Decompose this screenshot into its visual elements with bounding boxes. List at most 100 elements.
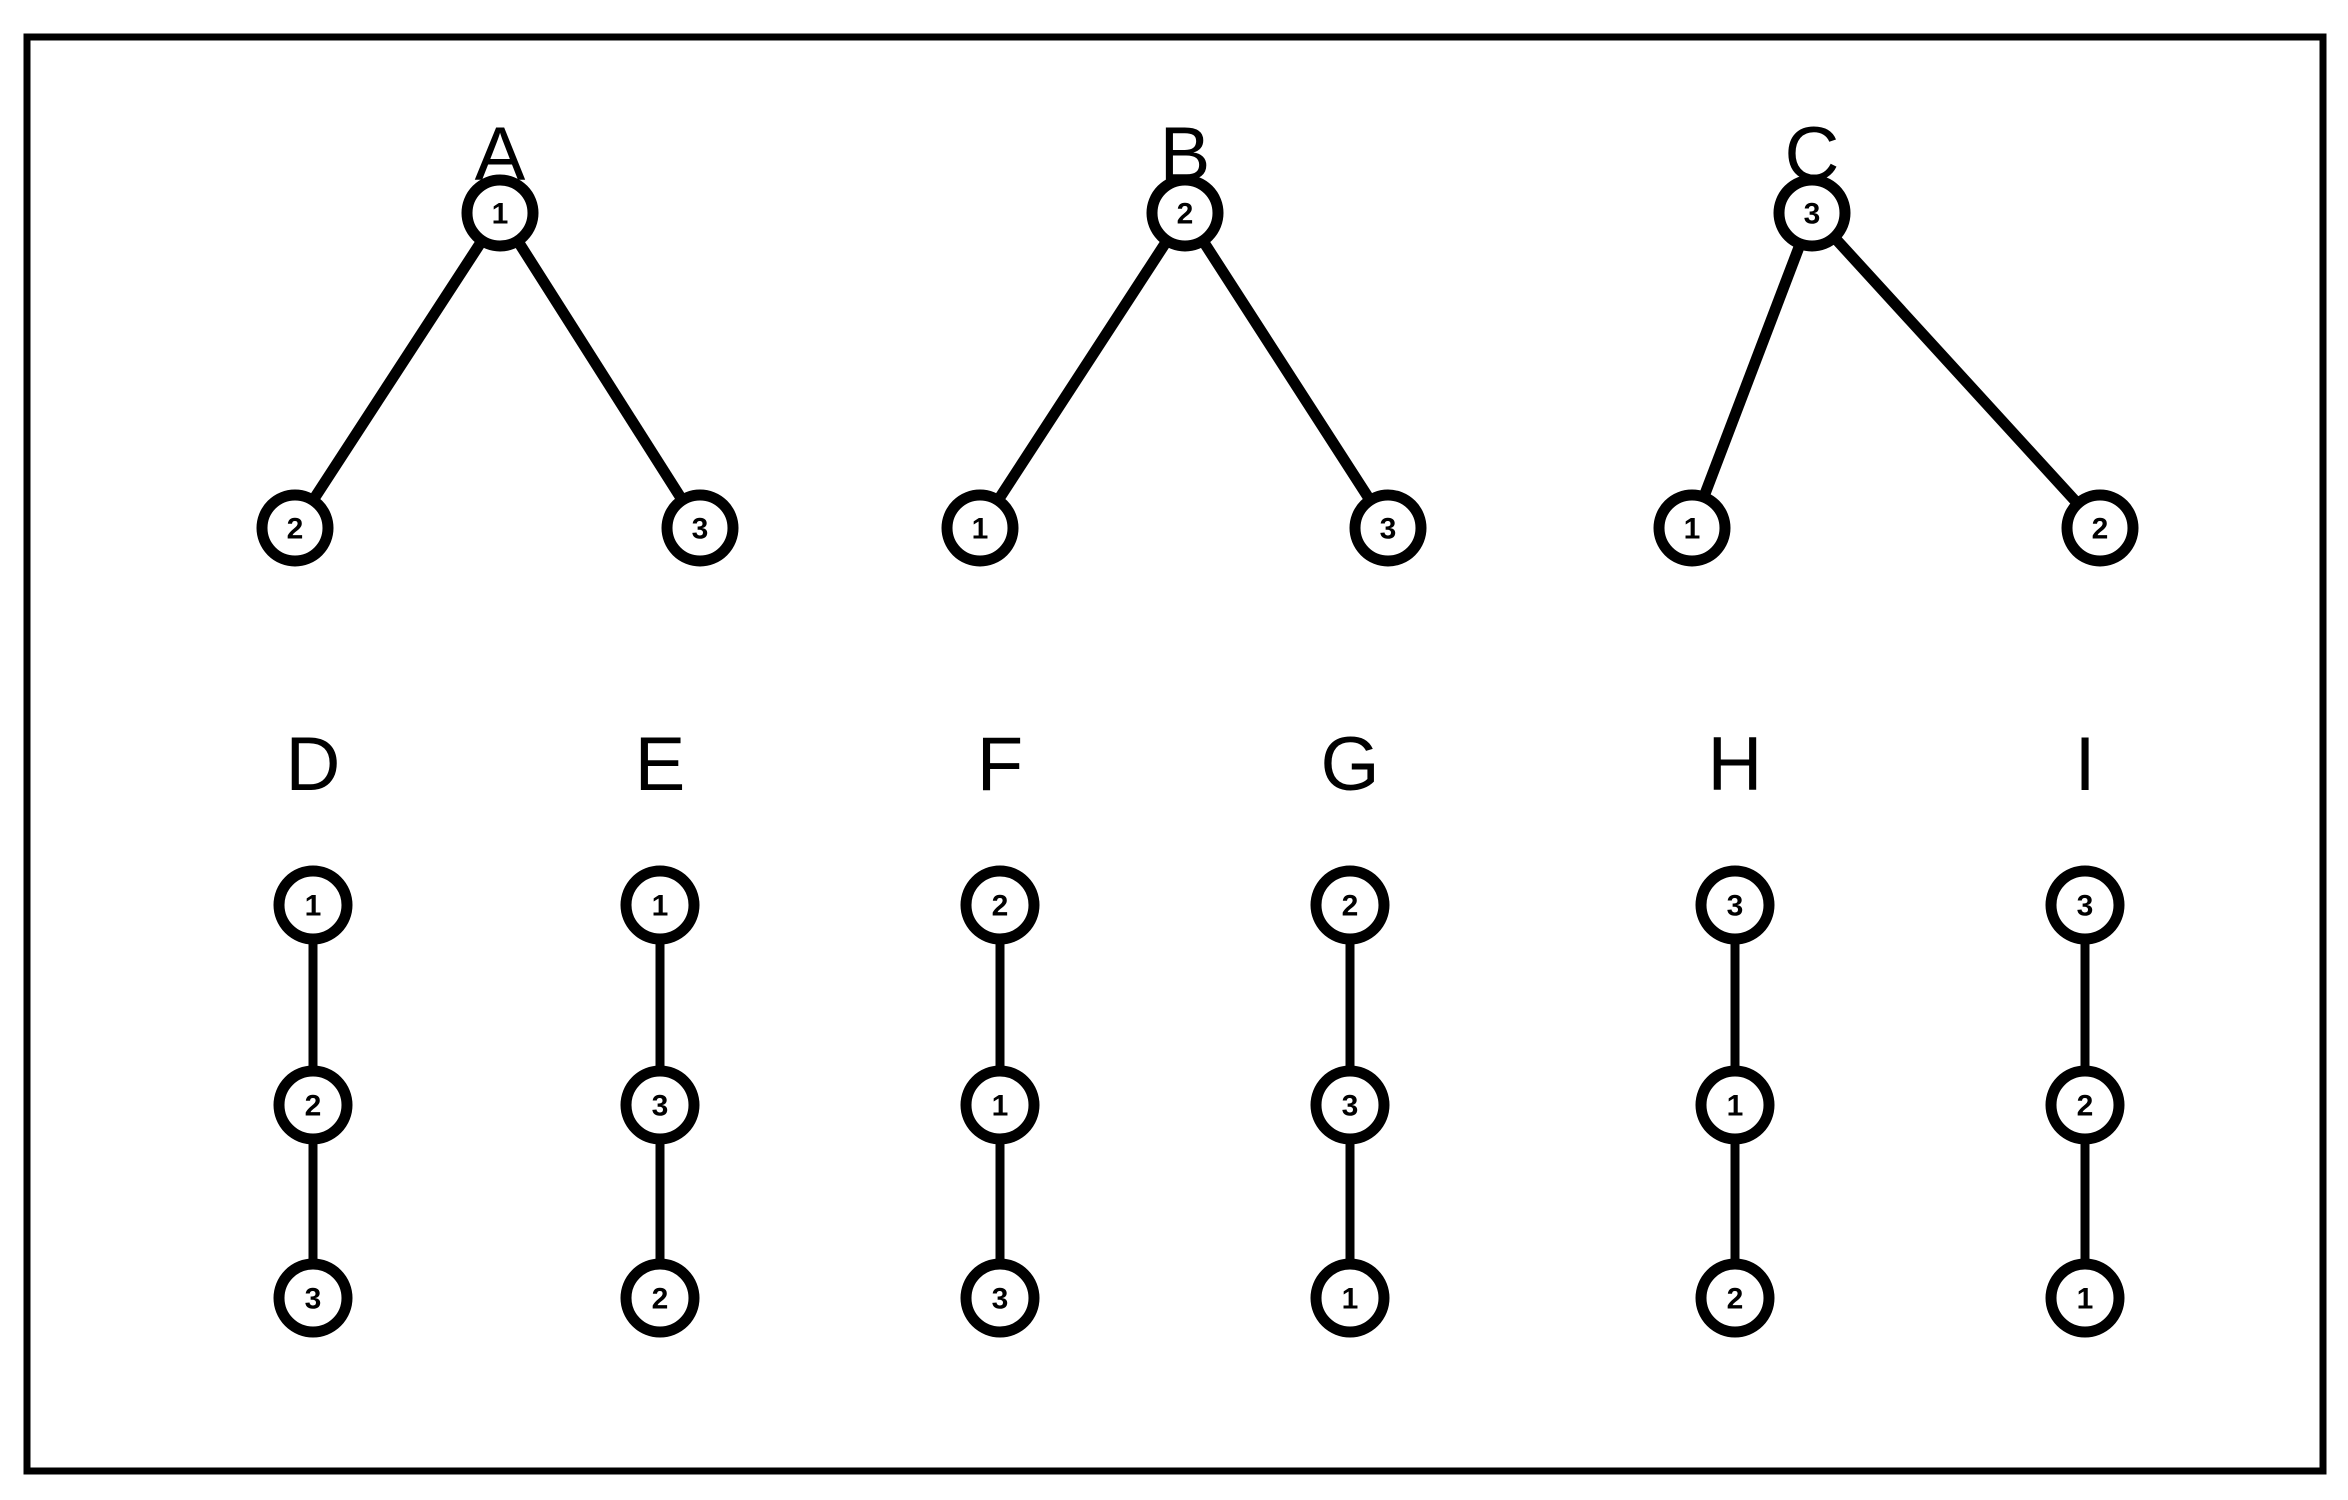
node-circle-g-1 (1310, 865, 1390, 945)
graph-node-f-1[interactable]: 2 (960, 865, 1040, 945)
node-circle-b-right (1349, 489, 1427, 567)
graph-node-b-right[interactable]: 3 (1349, 489, 1427, 567)
graph-node-a-root[interactable]: 1 (461, 174, 539, 252)
node-label-h-2: 1 (1727, 1090, 1744, 1123)
node-label-b-root: 2 (1177, 198, 1194, 231)
panel-label-h: H (1708, 722, 1763, 807)
panel-label-d: D (286, 722, 341, 807)
node-label-f-2: 1 (992, 1090, 1009, 1123)
edges-layer (290, 209, 2105, 1298)
graph-node-h-2[interactable]: 1 (1695, 1065, 1775, 1145)
node-label-a-left: 2 (287, 513, 304, 546)
panel-label-f: F (977, 722, 1023, 807)
panel-label-g: G (1320, 722, 1379, 807)
node-circle-h-3 (1695, 1258, 1775, 1338)
node-circle-c-root (1773, 174, 1851, 252)
edge-b-B-root-B-left (975, 209, 1190, 532)
node-circle-a-left (256, 489, 334, 567)
graph-node-f-3[interactable]: 3 (960, 1258, 1040, 1338)
edge-a-A-root-A-right (495, 210, 705, 531)
edge-b-B-root-B-right (1180, 210, 1393, 531)
graph-node-c-right[interactable]: 2 (2061, 489, 2139, 567)
figure-border (23, 33, 2327, 1475)
node-label-a-root: 1 (492, 198, 509, 231)
node-label-b-right: 3 (1380, 513, 1397, 546)
node-circle-d-2 (273, 1065, 353, 1145)
graph-node-g-1[interactable]: 2 (1310, 865, 1390, 945)
graph-node-d-1[interactable]: 1 (273, 865, 353, 945)
node-circle-i-3 (2045, 1258, 2125, 1338)
node-circle-i-1 (2045, 865, 2125, 945)
node-circle-c-left (1653, 489, 1731, 567)
node-label-h-3: 2 (1727, 1283, 1744, 1316)
graph-node-i-3[interactable]: 1 (2045, 1258, 2125, 1338)
node-label-d-1: 1 (305, 890, 322, 923)
panel-label-a: A (475, 112, 526, 197)
node-circle-f-3 (960, 1258, 1040, 1338)
node-circle-h-1 (1695, 865, 1775, 945)
edge-a-A-root-A-left (290, 209, 505, 532)
node-circle-g-3 (1310, 1258, 1390, 1338)
node-label-d-2: 2 (305, 1090, 322, 1123)
node-circle-e-2 (620, 1065, 700, 1145)
graph-node-h-1[interactable]: 3 (1695, 865, 1775, 945)
graph-node-e-1[interactable]: 1 (620, 865, 700, 945)
graph-node-b-left[interactable]: 1 (941, 489, 1019, 567)
node-label-f-3: 3 (992, 1283, 1009, 1316)
node-circle-b-root (1146, 174, 1224, 252)
graph-node-h-3[interactable]: 2 (1695, 1258, 1775, 1338)
graph-node-c-left[interactable]: 1 (1653, 489, 1731, 567)
graph-node-d-2[interactable]: 2 (273, 1065, 353, 1145)
graph-node-a-right[interactable]: 3 (661, 489, 739, 567)
node-label-i-2: 2 (2077, 1090, 2094, 1123)
nodes-layer: 1 2 3 2 1 3 3 1 2 1 2 3 1 3 2 2 1 3 2 3 1 3 1 2 3 2 1 (256, 174, 2139, 1338)
node-circle-g-2 (1310, 1065, 1390, 1145)
graph-node-i-1[interactable]: 3 (2045, 865, 2125, 945)
node-circle-h-2 (1695, 1065, 1775, 1145)
node-label-i-3: 1 (2077, 1283, 2094, 1316)
node-label-d-3: 3 (305, 1283, 322, 1316)
node-label-b-left: 1 (972, 513, 989, 546)
graph-node-g-3[interactable]: 1 (1310, 1258, 1390, 1338)
panel-label-e: E (635, 722, 686, 807)
node-circle-c-right (2061, 489, 2139, 567)
node-circle-e-1 (620, 865, 700, 945)
node-label-f-1: 2 (992, 890, 1009, 923)
node-circle-i-2 (2045, 1065, 2125, 1145)
graph-node-d-3[interactable]: 3 (273, 1258, 353, 1338)
node-label-h-1: 3 (1727, 890, 1744, 923)
graph-node-g-2[interactable]: 3 (1310, 1065, 1390, 1145)
node-circle-d-3 (273, 1258, 353, 1338)
node-label-a-right: 3 (692, 513, 709, 546)
node-circle-a-right (661, 489, 739, 567)
graph-node-a-left[interactable]: 2 (256, 489, 334, 567)
panel-label-b: B (1160, 112, 1211, 197)
edge-c-C-root-C-left (1686, 211, 1818, 530)
graph-node-e-3[interactable]: 2 (620, 1258, 700, 1338)
graph-node-i-2[interactable]: 2 (2045, 1065, 2125, 1145)
node-label-e-3: 2 (652, 1283, 669, 1316)
node-circle-e-3 (620, 1258, 700, 1338)
node-label-e-1: 1 (652, 890, 669, 923)
node-label-e-2: 3 (652, 1090, 669, 1123)
node-label-g-2: 3 (1342, 1090, 1359, 1123)
node-label-c-right: 2 (2092, 513, 2109, 546)
node-circle-b-left (941, 489, 1019, 567)
graph-node-b-root[interactable]: 2 (1146, 174, 1224, 252)
panel-labels-layer: A B C D E F G H I (286, 112, 2096, 807)
edge-c-C-root-C-right (1807, 209, 2105, 532)
panel-label-c: C (1785, 112, 1840, 197)
node-label-g-1: 2 (1342, 890, 1359, 923)
node-circle-a-root (461, 174, 539, 252)
node-label-g-3: 1 (1342, 1283, 1359, 1316)
graph-node-f-2[interactable]: 1 (960, 1065, 1040, 1145)
node-label-i-1: 3 (2077, 890, 2094, 923)
graph-node-e-2[interactable]: 3 (620, 1065, 700, 1145)
panel-label-i: I (2074, 722, 2095, 807)
graph-node-c-root[interactable]: 3 (1773, 174, 1851, 252)
node-label-c-left: 1 (1684, 513, 1701, 546)
node-label-c-root: 3 (1804, 198, 1821, 231)
node-circle-f-1 (960, 865, 1040, 945)
